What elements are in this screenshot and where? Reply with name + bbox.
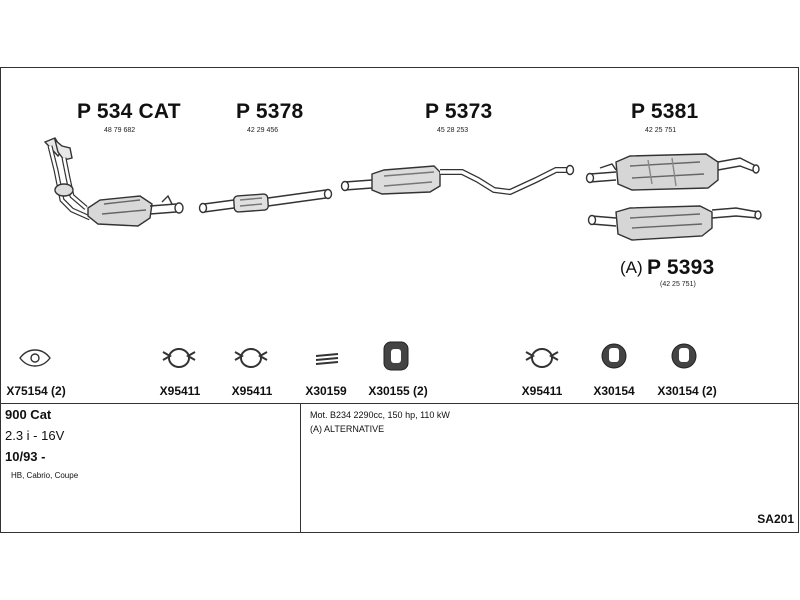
rubber-ring-icon bbox=[601, 343, 627, 369]
part-code-p5393: (42 25 751) bbox=[660, 281, 696, 288]
vehicle-date: 10/93 - bbox=[5, 449, 46, 464]
part-number-p5378[interactable]: P 5378 bbox=[236, 100, 304, 123]
part-number-p5381[interactable]: P 5381 bbox=[631, 100, 699, 123]
part-number-p5373[interactable]: P 5373 bbox=[425, 100, 493, 123]
info-divider bbox=[0, 403, 799, 404]
part-code-p5373: 45 28 253 bbox=[437, 127, 469, 134]
diagram-frame bbox=[0, 67, 799, 533]
fitting-label-x95411-1[interactable]: X95411 bbox=[159, 384, 201, 398]
motor-info: Mot. B234 2290cc, 150 hp, 110 kW bbox=[310, 410, 450, 420]
front-pipe-drawing[interactable] bbox=[198, 188, 333, 214]
fitting-label-x75154[interactable]: X75154 (2) bbox=[6, 384, 66, 398]
part-number-p534cat[interactable]: P 534 CAT bbox=[77, 100, 181, 123]
info-column-divider bbox=[300, 403, 301, 532]
rear-silencer-drawing[interactable] bbox=[585, 153, 760, 191]
fitting-label-x30159[interactable]: X30159 bbox=[305, 384, 347, 398]
spring-icon bbox=[315, 353, 339, 365]
fitting-label-x95411-2[interactable]: X95411 bbox=[231, 384, 273, 398]
vehicle-model: 900 Cat bbox=[5, 407, 52, 422]
rear-silencer-alternative-drawing[interactable] bbox=[587, 205, 762, 241]
fitting-label-x95411-3[interactable]: X95411 bbox=[521, 384, 563, 398]
alternative-note: (A) ALTERNATIVE bbox=[310, 424, 385, 434]
rubber-mount-icon bbox=[383, 341, 409, 371]
catalytic-converter-drawing[interactable] bbox=[43, 137, 184, 227]
clamp-icon bbox=[525, 348, 559, 368]
fitting-label-x30155[interactable]: X30155 (2) bbox=[368, 384, 428, 398]
part-number-p5393[interactable]: P 5393 bbox=[647, 256, 715, 279]
gasket-icon bbox=[19, 349, 51, 367]
clamp-icon bbox=[162, 348, 196, 368]
rubber-ring-icon bbox=[671, 343, 697, 369]
part-code-p534cat: 48 79 682 bbox=[104, 127, 136, 134]
fitting-label-x30154-1[interactable]: X30154 bbox=[593, 384, 635, 398]
part-code-p5381: 42 25 751 bbox=[645, 127, 677, 134]
fitting-label-x30154-2[interactable]: X30154 (2) bbox=[657, 384, 717, 398]
middle-silencer-drawing[interactable] bbox=[340, 164, 575, 196]
clamp-icon bbox=[234, 348, 268, 368]
alternative-marker: (A) bbox=[620, 258, 643, 277]
part-code-p5378: 42 29 456 bbox=[247, 127, 279, 134]
sheet-code: SA201 bbox=[757, 512, 794, 526]
vehicle-body-types: HB, Cabrio, Coupe bbox=[11, 471, 79, 480]
vehicle-engine: 2.3 i - 16V bbox=[5, 428, 65, 443]
